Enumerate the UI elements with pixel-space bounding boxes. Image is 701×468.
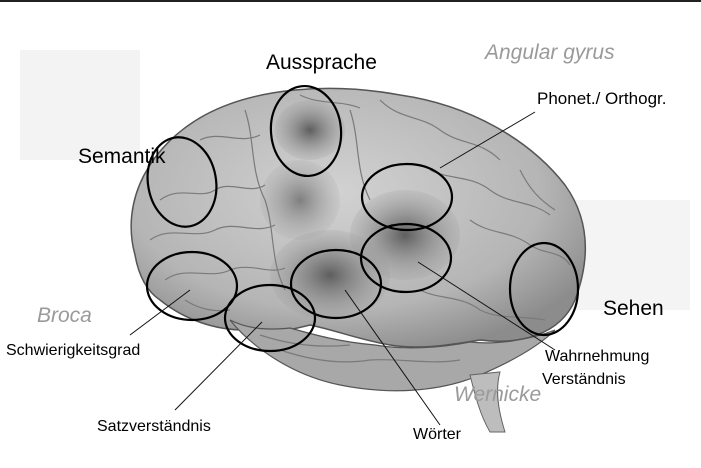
highlight-region — [270, 230, 390, 320]
label-semantik: Semantik — [78, 146, 166, 167]
label-sehen: Sehen — [603, 298, 664, 319]
label-woerter: Wörter — [413, 427, 461, 443]
label-angular-gyrus: Angular gyrus — [485, 42, 615, 63]
label-broca: Broca — [37, 305, 92, 326]
label-wahrnehmung: Wahrnehmung — [545, 349, 649, 365]
highlight-region — [260, 160, 340, 240]
background-panel — [20, 50, 140, 160]
label-schwierigkeitsgrad: Schwierigkeitsgrad — [6, 343, 140, 359]
label-wernicke: Wernicke — [454, 384, 541, 405]
label-phonet-orthogr: Phonet./ Orthogr. — [537, 90, 666, 107]
label-verstaendnis: Verständnis — [542, 372, 626, 388]
highlight-region — [275, 100, 345, 160]
label-aussprache: Aussprache — [266, 52, 377, 73]
label-satzverstaendnis: Satzverständnis — [97, 419, 211, 435]
satz-pointer — [175, 322, 262, 410]
